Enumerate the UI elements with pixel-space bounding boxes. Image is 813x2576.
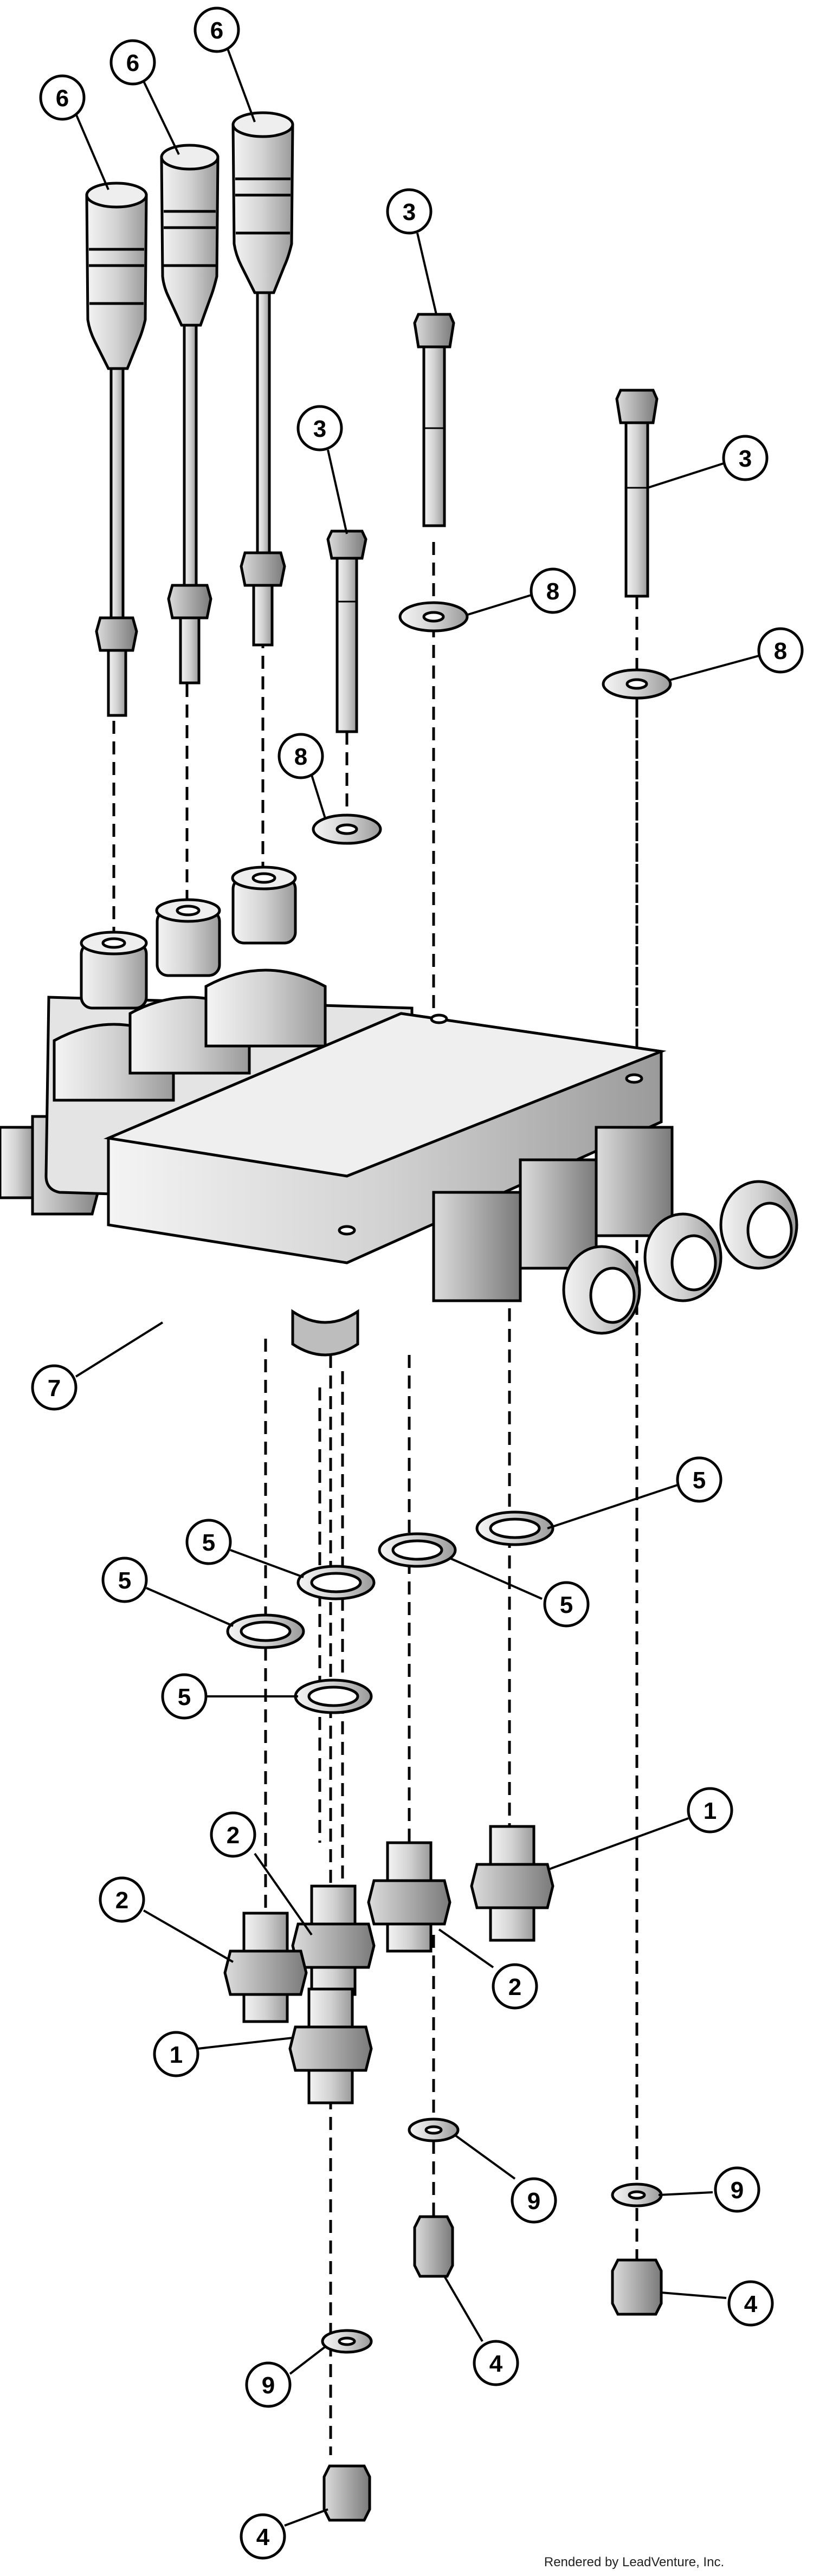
handle-left (85, 182, 148, 717)
callout-2a: 2 (210, 1811, 256, 1858)
callout-3c: 3 (722, 435, 769, 481)
svg-text:9: 9 (527, 2188, 540, 2215)
valve-body (0, 866, 798, 1357)
bolt-right (615, 389, 659, 598)
washers-bottom (321, 2117, 663, 2354)
callout-4c: 4 (240, 2513, 286, 2560)
callout-7: 7 (31, 1364, 78, 1411)
leader-lines (75, 48, 759, 2527)
svg-text:3: 3 (313, 416, 326, 442)
svg-text:1: 1 (170, 2042, 183, 2068)
svg-text:4: 4 (744, 2291, 758, 2317)
callout-6c: 6 (193, 7, 240, 53)
fittings (223, 1825, 554, 2104)
callout-2c: 2 (492, 1963, 538, 2010)
bolt-left (326, 530, 367, 733)
svg-text:2: 2 (115, 1887, 128, 1914)
svg-text:2: 2 (227, 1822, 240, 1849)
callout-9c: 9 (245, 2361, 292, 2408)
svg-text:5: 5 (118, 1567, 131, 1594)
callout-3b: 3 (296, 405, 343, 451)
svg-text:4: 4 (489, 2351, 503, 2377)
svg-text:5: 5 (693, 1467, 706, 1494)
svg-text:8: 8 (774, 638, 787, 664)
callout-5c: 5 (185, 1519, 232, 1565)
svg-text:6: 6 (56, 85, 69, 112)
svg-text:7: 7 (48, 1375, 61, 1402)
svg-text:3: 3 (403, 199, 416, 225)
callout-6a: 6 (39, 74, 86, 121)
svg-text:8: 8 (546, 578, 559, 605)
washers-top (312, 601, 672, 845)
svg-text:5: 5 (560, 1592, 573, 1618)
svg-text:9: 9 (262, 2372, 275, 2399)
svg-text:1: 1 (704, 1798, 717, 1824)
callout-8a: 8 (530, 567, 576, 614)
svg-text:2: 2 (508, 1974, 521, 2000)
svg-text:6: 6 (210, 17, 223, 44)
o-rings (226, 1510, 554, 1714)
callout-5d: 5 (101, 1557, 148, 1603)
callout-5a: 5 (676, 1456, 722, 1503)
handle-right (231, 111, 294, 647)
callout-9a: 9 (511, 2177, 557, 2224)
render-credit: Rendered by LeadVenture, Inc. (544, 2555, 724, 2569)
bolt-middle (413, 313, 455, 527)
svg-text:4: 4 (256, 2524, 270, 2551)
callout-5e: 5 (161, 1673, 208, 1720)
svg-text:3: 3 (739, 446, 752, 472)
callout-1a: 1 (687, 1787, 733, 1833)
nuts (322, 2215, 663, 2522)
handle-middle (160, 144, 220, 685)
svg-text:5: 5 (202, 1529, 215, 1556)
svg-text:9: 9 (731, 2177, 744, 2204)
callout-4a: 4 (727, 2280, 774, 2327)
callout-5b: 5 (543, 1581, 590, 1628)
callout-2b: 2 (99, 1876, 145, 1923)
callout-3a: 3 (386, 188, 433, 235)
svg-text:8: 8 (294, 744, 307, 770)
callout-8c: 8 (278, 733, 324, 779)
callout-8b: 8 (757, 627, 804, 674)
svg-text:6: 6 (126, 50, 139, 76)
callout-6b: 6 (109, 39, 156, 86)
callout-1b: 1 (153, 2031, 199, 2077)
callout-9b: 9 (714, 2166, 760, 2213)
svg-text:5: 5 (178, 1684, 191, 1710)
callout-4b: 4 (473, 2340, 519, 2386)
